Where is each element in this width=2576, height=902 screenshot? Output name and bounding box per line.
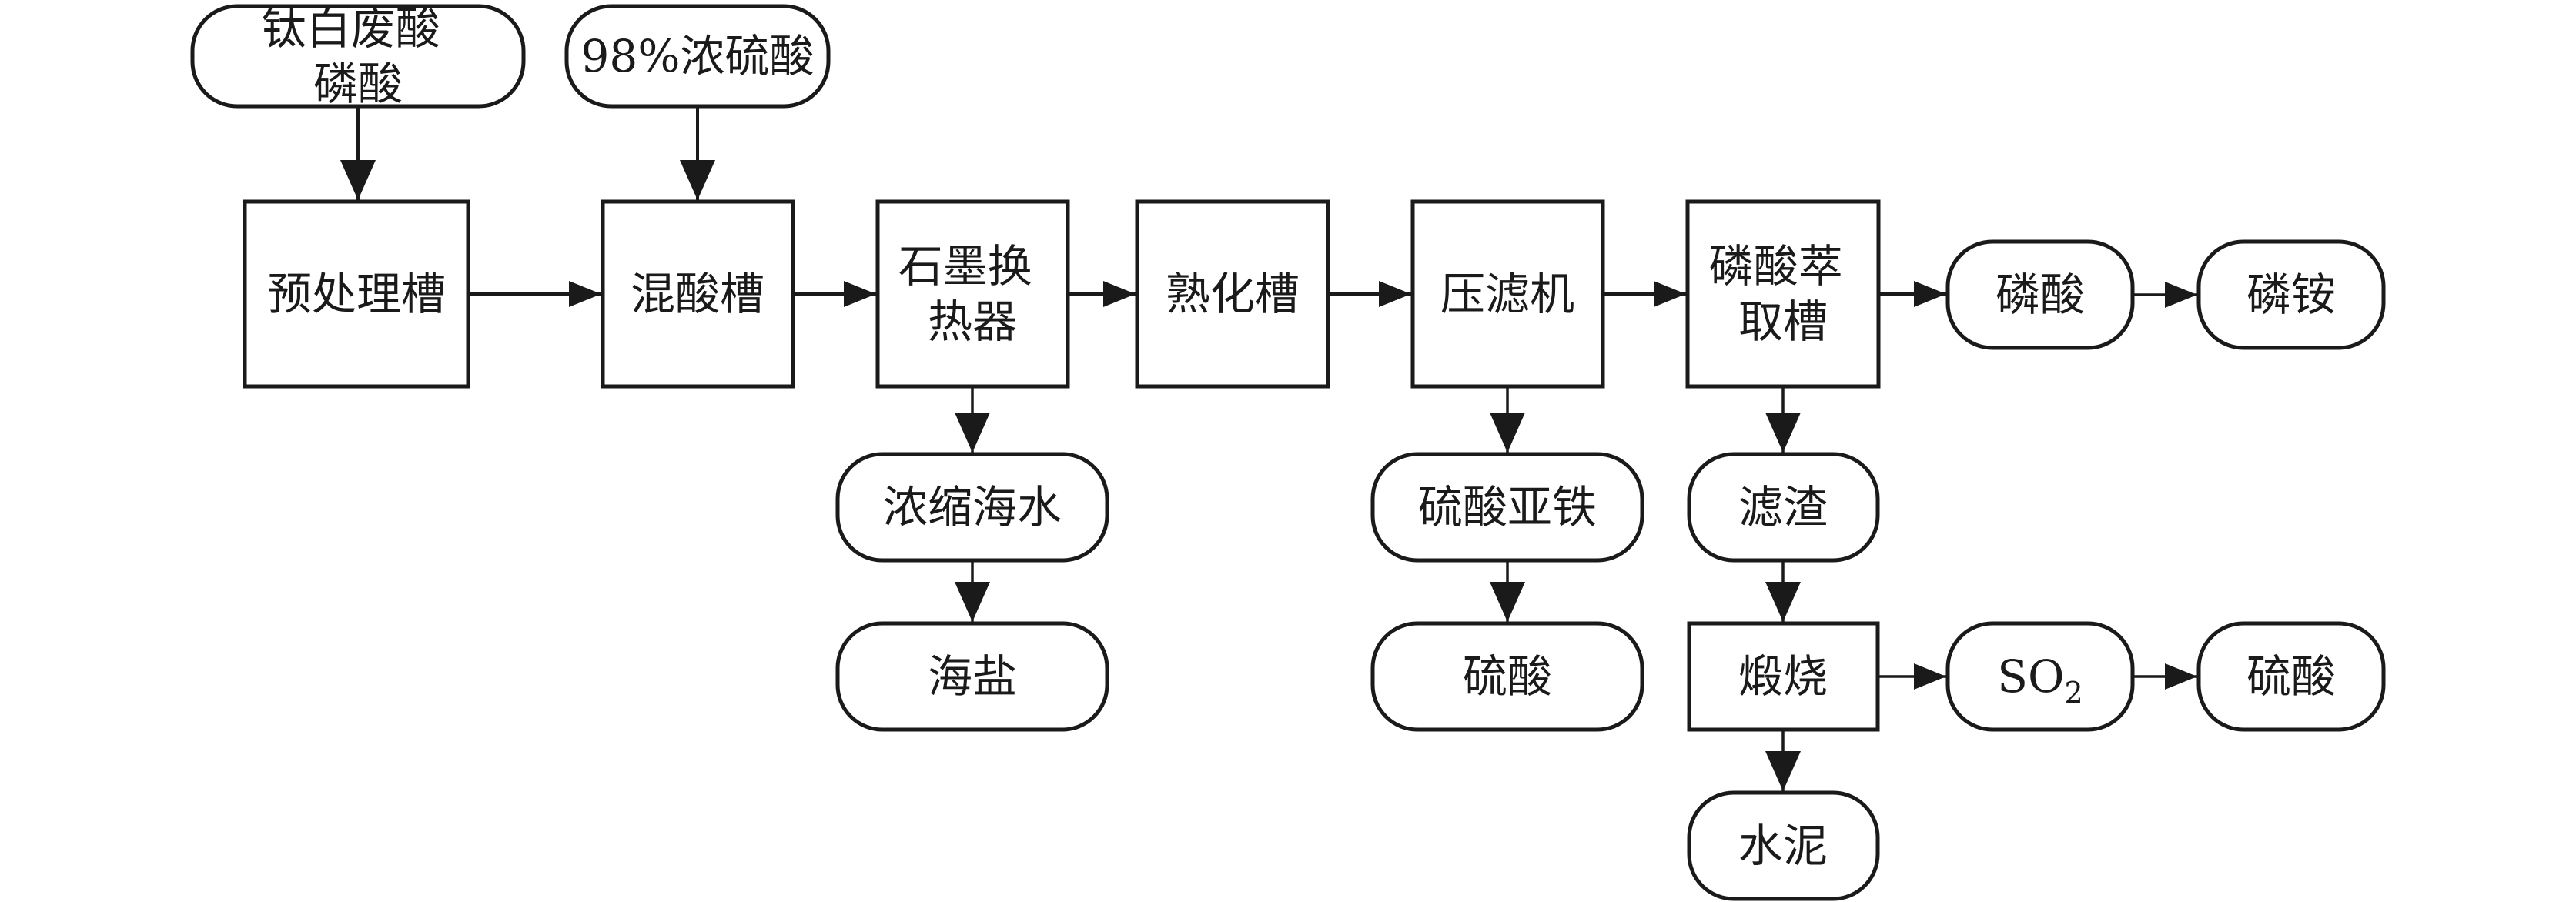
node-maturation-tank: 熟化槽 <box>1135 199 1330 389</box>
node-phosphoric-acid-label: 磷酸 <box>1996 269 2085 321</box>
node-sulfuric-acid-from-press: 硫酸 <box>1370 621 1644 732</box>
node-sea-salt-label: 海盐 <box>928 650 1017 703</box>
node-filter-residue: 滤渣 <box>1687 452 1880 563</box>
node-calcination-shape <box>1687 621 1880 732</box>
node-filter-residue-label: 滤渣 <box>1738 481 1828 533</box>
node-pretreatment-tank-label: 预处理槽 <box>267 268 446 320</box>
node-filter-residue-shape <box>1687 452 1880 563</box>
node-pretreatment-tank-shape <box>243 199 470 389</box>
node-sulfuric-98-label: 98%浓硫酸 <box>581 30 815 82</box>
node-phosphoric-extraction-tank-label: 磷酸萃 取槽 <box>1709 240 1857 348</box>
node-ammonium-phosphate-label: 磷铵 <box>2246 269 2336 321</box>
node-graphite-heat-exchanger-shape <box>875 199 1070 389</box>
node-sulfuric-acid-from-so2: 硫酸 <box>2196 621 2386 732</box>
node-sea-salt: 海盐 <box>835 621 1109 732</box>
node-ammonium-phosphate-shape <box>2196 239 2386 350</box>
node-filter-press: 压滤机 <box>1410 199 1605 389</box>
node-ferrous-sulfate-label: 硫酸亚铁 <box>1418 481 1597 533</box>
node-cement-shape <box>1687 790 1880 901</box>
node-phosphoric-extraction-tank: 磷酸萃 取槽 <box>1685 199 1881 389</box>
node-ferrous-sulfate-shape <box>1370 452 1644 563</box>
node-calcination-label: 煅烧 <box>1738 650 1828 703</box>
node-sulfuric-98-shape <box>564 4 831 109</box>
node-sulfuric-acid-from-press-label: 硫酸 <box>1463 650 1552 703</box>
node-filter-press-label: 压滤机 <box>1440 268 1574 320</box>
node-mixed-acid-tank: 混酸槽 <box>601 199 795 389</box>
node-maturation-tank-shape <box>1135 199 1330 389</box>
node-phosphoric-acid-shape <box>1945 239 2135 350</box>
node-phosphoric-acid: 磷酸 <box>1945 239 2135 350</box>
arrows <box>340 108 2197 791</box>
node-cement: 水泥 <box>1687 790 1880 901</box>
node-so2-shape <box>1945 621 2135 732</box>
node-filter-press-shape <box>1410 199 1605 389</box>
node-sea-salt-shape <box>835 621 1109 732</box>
node-sulfuric-acid-from-so2-shape <box>2196 621 2386 732</box>
node-concentrated-seawater: 浓缩海水 <box>835 452 1109 563</box>
node-ferrous-sulfate: 硫酸亚铁 <box>1370 452 1644 563</box>
node-sulfuric-acid-from-press-shape <box>1370 621 1644 732</box>
node-phosphoric-extraction-tank-shape <box>1685 199 1881 389</box>
node-maturation-tank-label: 熟化槽 <box>1166 268 1300 320</box>
node-sulfuric-acid-from-so2-label: 硫酸 <box>2246 650 2336 703</box>
node-waste-acid: 钛白废酸 磷酸 <box>190 2 526 110</box>
node-ammonium-phosphate: 磷铵 <box>2196 239 2386 350</box>
node-calcination: 煅烧 <box>1687 621 1880 732</box>
node-sulfuric-98: 98%浓硫酸 <box>564 4 831 109</box>
node-cement-label: 水泥 <box>1738 820 1828 872</box>
node-concentrated-seawater-label: 浓缩海水 <box>883 481 1062 533</box>
node-waste-acid-shape <box>190 4 526 109</box>
node-concentrated-seawater-shape <box>835 452 1109 563</box>
node-waste-acid-label: 钛白废酸 磷酸 <box>262 2 454 110</box>
node-graphite-heat-exchanger-label: 石墨换 热器 <box>898 240 1046 348</box>
node-mixed-acid-tank-shape <box>601 199 795 389</box>
node-pretreatment-tank: 预处理槽 <box>243 199 470 389</box>
node-mixed-acid-tank-label: 混酸槽 <box>631 268 764 320</box>
node-so2-label: SO2 <box>1997 650 2083 710</box>
node-so2: SO2 <box>1945 621 2135 732</box>
node-graphite-heat-exchanger: 石墨换 热器 <box>875 199 1070 389</box>
